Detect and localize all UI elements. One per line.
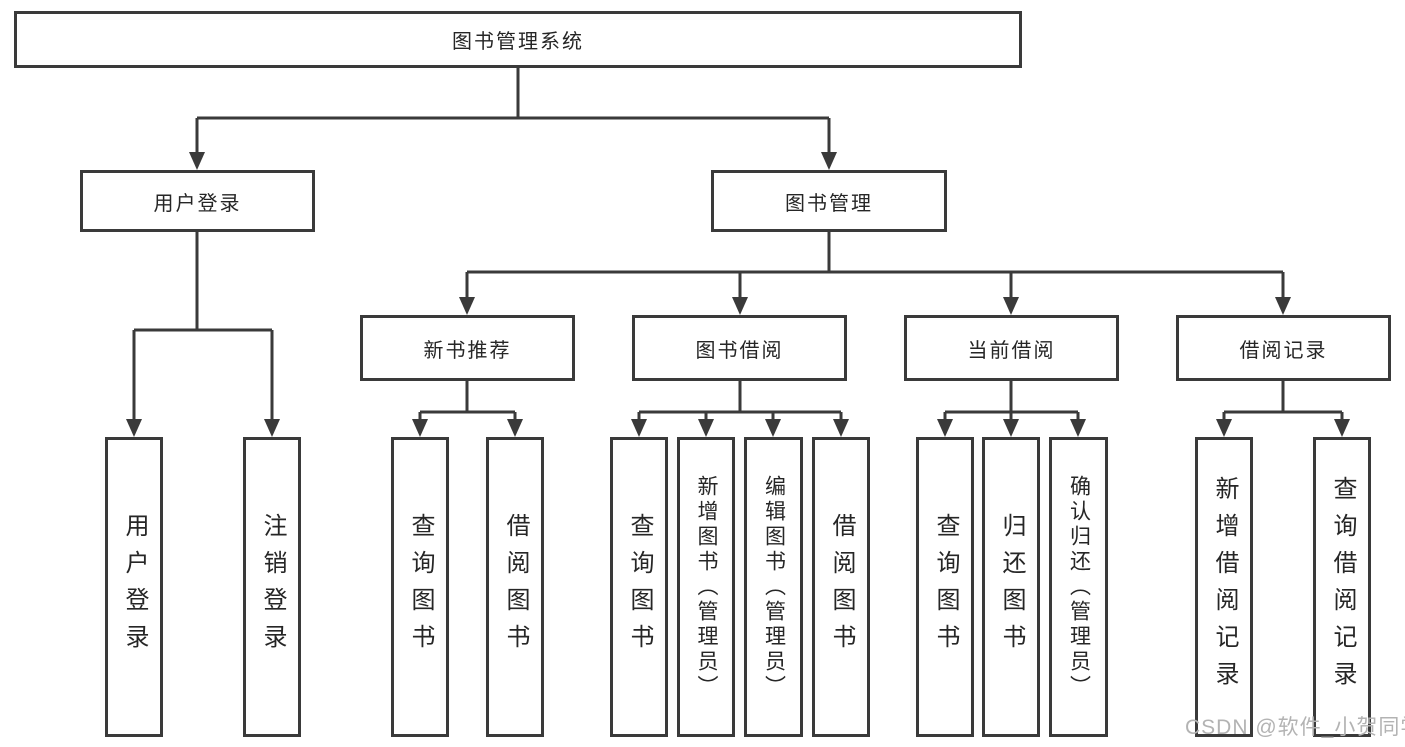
node-leaf-logout: 注销登录 — [243, 437, 301, 737]
node-root: 图书管理系统 — [14, 11, 1022, 68]
node-leaf-cb-query-books: 查询图书 — [916, 437, 974, 737]
node-book-borrow: 图书借阅 — [632, 315, 847, 381]
arrowheads — [126, 152, 1350, 437]
node-user-login: 用户登录 — [80, 170, 315, 232]
node-book-management: 图书管理 — [711, 170, 947, 232]
node-leaf-user-login: 用户登录 — [105, 437, 163, 737]
node-leaf-bb-edit-books-admin: 编辑图书（管理员） — [744, 437, 803, 737]
node-new-book-recommend: 新书推荐 — [360, 315, 575, 381]
node-leaf-br-add-record: 新增借阅记录 — [1195, 437, 1253, 737]
node-leaf-rec-query-books: 查询图书 — [391, 437, 449, 737]
node-leaf-rec-borrow-books: 借阅图书 — [486, 437, 544, 737]
node-leaf-br-query-record: 查询借阅记录 — [1313, 437, 1371, 737]
node-leaf-bb-add-books-admin: 新增图书（管理员） — [677, 437, 735, 737]
csdn-watermark: CSDN @软件_小贺同学 — [1185, 716, 1405, 739]
node-leaf-cb-confirm-return-admin: 确认归还（管理员） — [1049, 437, 1108, 737]
node-current-borrow: 当前借阅 — [904, 315, 1119, 381]
node-leaf-cb-return-books: 归还图书 — [982, 437, 1040, 737]
node-leaf-bb-query-books: 查询图书 — [610, 437, 668, 737]
node-leaf-bb-borrow-books: 借阅图书 — [812, 437, 870, 737]
node-borrow-records: 借阅记录 — [1176, 315, 1391, 381]
